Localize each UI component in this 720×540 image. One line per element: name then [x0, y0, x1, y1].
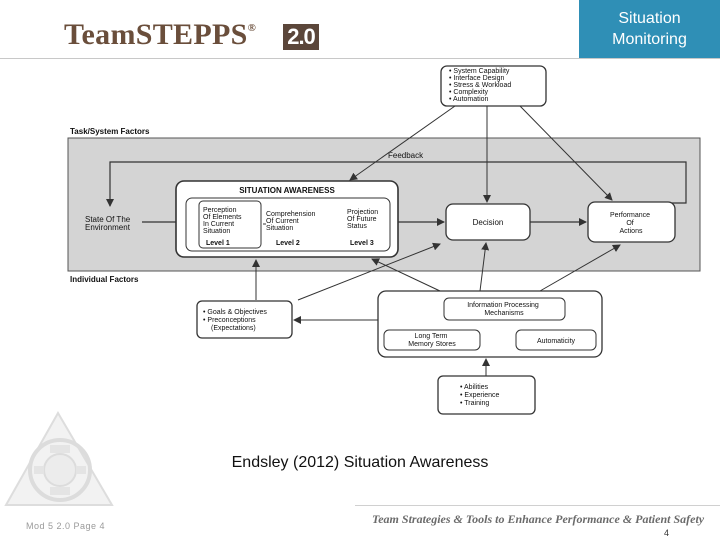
logo-version-badge: 2.0 — [283, 24, 319, 50]
info-to-performance-arrow — [539, 244, 621, 292]
perception-text: Perception Of Elements In Current Situat… — [203, 207, 243, 235]
footer-module-page: Mod 5 2.0 Page 4 — [26, 521, 106, 531]
footer-tagline: Team Strategies & Tools to Enhance Perfo… — [372, 512, 705, 526]
automaticity-box — [515, 329, 597, 351]
header-divider — [0, 58, 720, 59]
teamstepps-logo: TeamSTEPPS® — [64, 18, 256, 52]
perception-box — [198, 200, 262, 249]
perception-level: Level 1 — [206, 240, 230, 247]
logo-text-2: STEPPS — [135, 18, 248, 51]
goals-to-decision-arrow — [297, 242, 441, 301]
goals-box — [196, 300, 293, 339]
diagram-caption: Endsley (2012) Situation Awareness — [231, 454, 489, 471]
page-number: 4 — [664, 528, 670, 538]
system-factors-text: • System Capability • Interface Design •… — [449, 68, 513, 103]
comprehension-level: Level 2 — [276, 240, 300, 247]
long-term-memory-box — [383, 329, 481, 351]
automaticity-label: Automaticity — [537, 338, 576, 345]
information-processing-box — [443, 297, 566, 321]
projection-level: Level 3 — [350, 240, 374, 247]
logo-registered-mark: ® — [247, 22, 257, 34]
info-to-sa-arrow — [371, 258, 441, 292]
slide-title-box: Situation Monitoring — [579, 0, 720, 58]
system-to-performance-arrow — [519, 105, 613, 201]
system-factors-box — [440, 65, 547, 107]
feedback-label: Feedback — [388, 151, 424, 160]
goals-text: • Goals & Objectives • Preconceptions (E… — [203, 309, 269, 332]
task-factors-label: Task/System Factors — [70, 127, 150, 136]
performance-text: Performance Of Actions — [610, 212, 652, 235]
situation-awareness-diagram: Task/System Factors Individual Factors •… — [67, 65, 701, 415]
performance-box — [587, 201, 676, 243]
projection-text: Projection Of Future Status — [347, 209, 380, 230]
long-term-memory-text: Long Term Memory Stores — [408, 333, 456, 348]
information-processing-text: Information Processing Mechanisms — [467, 302, 541, 317]
teamstepps-watermark-icon — [4, 410, 114, 506]
individual-factors-label: Individual Factors — [70, 275, 139, 284]
logo-text: Team — [64, 18, 136, 51]
decision-label: Decision — [473, 218, 504, 227]
footer-divider — [355, 505, 720, 506]
situation-awareness-title: SITUATION AWARENESS — [239, 186, 335, 195]
slide-title-line-2: Monitoring — [612, 31, 687, 48]
system-to-sa-arrow — [349, 105, 456, 181]
info-to-decision-arrow — [479, 242, 490, 292]
slide-title-line-1: Situation — [618, 10, 681, 27]
abilities-text: • Abilities • Experience • Training — [460, 384, 501, 407]
state-of-environment-label: State Of The Environment — [85, 215, 132, 232]
comprehension-text: Comprehension Of Current Situation — [266, 211, 317, 232]
